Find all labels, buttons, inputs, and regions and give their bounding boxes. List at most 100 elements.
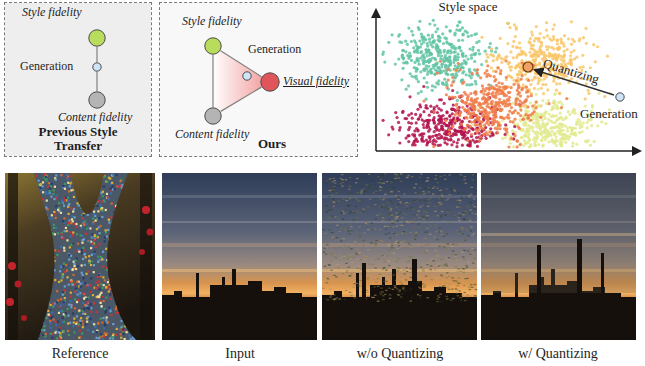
style-cluster-points [423, 76, 426, 79]
style-cluster-points [435, 105, 438, 108]
style-cluster-points [436, 27, 439, 30]
style-cluster-points [420, 43, 423, 46]
style-cluster-points [410, 122, 413, 125]
style-cluster-points [508, 61, 511, 64]
style-cluster-points [473, 60, 476, 63]
style-cluster-points [499, 69, 502, 72]
painting-strokes [56, 290, 58, 292]
style-cluster-points [427, 34, 430, 37]
painting-strokes [120, 285, 122, 287]
style-cluster-points [579, 126, 582, 129]
style-cluster-points [468, 47, 471, 50]
style-cluster-points [465, 83, 468, 86]
style-cluster-points [551, 27, 554, 30]
painting-strokes [40, 213, 42, 215]
style-cluster-points [397, 121, 400, 124]
style-cluster-points [556, 39, 559, 42]
style-cluster-points [468, 68, 471, 71]
style-cluster-points [536, 122, 539, 125]
style-cluster-points [417, 80, 420, 83]
style-cluster-points [394, 63, 397, 66]
style-cluster-points [563, 50, 566, 53]
style-cluster-points [390, 33, 393, 36]
style-cluster-points [454, 129, 457, 132]
style-cluster-points [421, 35, 424, 38]
style-cluster-points [465, 116, 468, 119]
style-cluster-points [435, 127, 438, 130]
style-cluster-points [462, 33, 465, 36]
style-cluster-points [436, 66, 439, 69]
style-cluster-points [445, 25, 448, 28]
style-cluster-points [461, 94, 464, 97]
style-cluster-points [544, 138, 547, 141]
style-cluster-points [453, 47, 456, 50]
style-cluster-points [562, 42, 565, 45]
style-cluster-points [447, 65, 450, 68]
style-cluster-points [454, 119, 457, 122]
style-cluster-points [476, 71, 479, 74]
style-cluster-points [433, 23, 436, 26]
style-cluster-points [539, 116, 542, 119]
painting-strokes [130, 222, 132, 224]
style-cluster-points [518, 91, 521, 94]
style-cluster-points [519, 100, 522, 103]
painting-strokes [36, 284, 38, 286]
style-cluster-points [418, 20, 421, 23]
style-cluster-points [464, 30, 467, 33]
style-cluster-points [512, 40, 515, 43]
style-cluster-points [526, 95, 529, 98]
style-cluster-points [383, 60, 386, 63]
style-cluster-points [543, 129, 546, 132]
style-cluster-points [476, 130, 479, 133]
style-cluster-points [543, 112, 546, 115]
style-cluster-points [425, 81, 428, 84]
style-cluster-points [427, 65, 430, 68]
style-cluster-points [518, 143, 521, 146]
style-cluster-points [429, 71, 432, 74]
style-cluster-points [449, 138, 452, 141]
style-cluster-points [437, 52, 440, 55]
painting-strokes [109, 288, 111, 290]
painting-strokes [103, 327, 105, 329]
style-cluster-points [471, 48, 474, 51]
painting-strokes [41, 238, 43, 240]
style-cluster-points [456, 116, 459, 119]
style-cluster-points [410, 59, 413, 62]
style-cluster-points [508, 110, 511, 113]
style-cluster-points [431, 41, 434, 44]
painting-strokes [73, 181, 75, 183]
style-cluster-points [541, 144, 544, 147]
style-cluster-points [500, 116, 503, 119]
style-cluster-points [484, 97, 487, 100]
style-cluster-points [521, 129, 524, 132]
style-cluster-points [451, 108, 454, 111]
style-cluster-points [569, 59, 572, 62]
style-cluster-points [421, 59, 424, 62]
style-cluster-points [457, 46, 460, 49]
painting-strokes [57, 321, 59, 323]
style-cluster-points [445, 110, 448, 113]
style-cluster-points [522, 118, 525, 121]
painting-strokes [64, 297, 66, 299]
style-cluster-points [584, 27, 587, 30]
style-cluster-points [529, 83, 532, 86]
style-cluster-points [407, 140, 410, 143]
style-cluster-points [525, 91, 528, 94]
style-cluster-points [572, 49, 575, 52]
style-cluster-points [542, 36, 545, 39]
style-cluster-points [477, 118, 480, 121]
style-cluster-points [498, 98, 501, 101]
style-cluster-points [540, 138, 543, 141]
style-cluster-points [422, 62, 425, 65]
style-cluster-points [510, 76, 513, 79]
style-cluster-points [586, 126, 589, 129]
style-cluster-points [447, 78, 450, 81]
style-cluster-points [461, 52, 464, 55]
style-cluster-points [461, 120, 464, 123]
style-cluster-points [445, 86, 448, 89]
style-cluster-points [488, 88, 491, 91]
style-cluster-points [497, 66, 500, 69]
painting-strokes [105, 209, 107, 211]
style-cluster-points [519, 104, 522, 107]
